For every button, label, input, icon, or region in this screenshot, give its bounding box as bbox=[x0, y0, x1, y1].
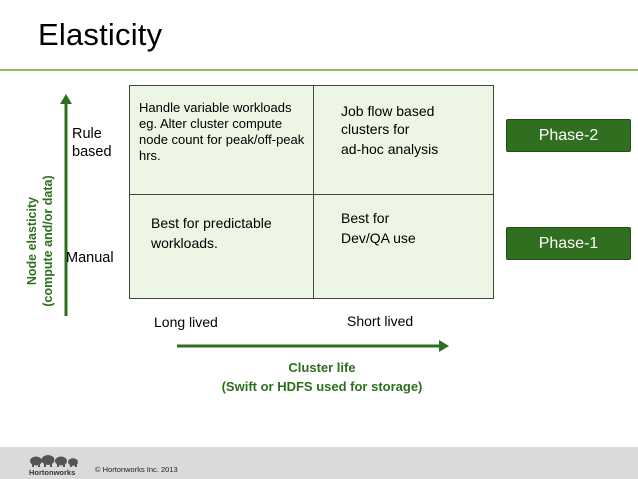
copyright-text: © Hortonworks Inc. 2013 bbox=[95, 465, 178, 474]
cell-bottom-left-line1: Best for predictable bbox=[151, 215, 272, 231]
y-axis-title-line2: (compute and/or data) bbox=[41, 175, 55, 307]
x-axis-title: Cluster life (Swift or HDFS used for sto… bbox=[200, 358, 444, 396]
cell-bottom-left-line2: workloads. bbox=[151, 235, 218, 251]
x-axis-arrow bbox=[177, 340, 449, 352]
cell-bottom-right-line2: Dev/QA use bbox=[341, 230, 416, 246]
cell-top-left: Handle variable workloads eg. Alter clus… bbox=[139, 100, 305, 163]
cell-top-right: Job flow based clusters for ad-hoc analy… bbox=[341, 102, 438, 158]
y-axis-arrow bbox=[60, 94, 72, 316]
slide-title: Elasticity bbox=[38, 17, 163, 52]
title-divider bbox=[0, 69, 638, 71]
column-label-long-lived: Long lived bbox=[154, 314, 218, 330]
x-axis-title-line1: Cluster life bbox=[288, 360, 356, 375]
grid-horizontal-divider bbox=[130, 194, 493, 195]
logo-wordmark: Hortonworks bbox=[29, 468, 75, 477]
grid-vertical-divider bbox=[313, 86, 314, 298]
row-label-rule-based-line2: based bbox=[72, 144, 112, 160]
cell-top-right-line1: Job flow based bbox=[341, 103, 435, 119]
row-label-manual: Manual bbox=[66, 250, 114, 266]
column-label-short-lived: Short lived bbox=[347, 313, 414, 329]
row-label-rule-based: Rule based bbox=[72, 125, 112, 161]
row-label-rule-based-line1: Rule bbox=[72, 126, 102, 142]
cell-bottom-right-line1: Best for bbox=[341, 210, 390, 226]
cell-top-right-line2: clusters for bbox=[341, 121, 410, 137]
cell-bottom-left: Best for predictable workloads. bbox=[151, 213, 272, 253]
phase-2-badge: Phase-2 bbox=[506, 119, 631, 152]
cell-top-right-line3: ad-hoc analysis bbox=[341, 141, 439, 157]
hortonworks-logo: Hortonworks bbox=[29, 455, 78, 477]
y-axis-title: Node elasticity (compute and/or data) bbox=[24, 155, 64, 327]
footer-bar bbox=[0, 447, 638, 479]
y-axis-title-line1: Node elasticity bbox=[25, 196, 39, 286]
cell-bottom-right: Best for Dev/QA use bbox=[341, 208, 416, 248]
quadrant-grid: Handle variable workloads eg. Alter clus… bbox=[129, 85, 494, 299]
phase-1-badge: Phase-1 bbox=[506, 227, 631, 260]
x-axis-title-line2: (Swift or HDFS used for storage) bbox=[221, 379, 423, 394]
